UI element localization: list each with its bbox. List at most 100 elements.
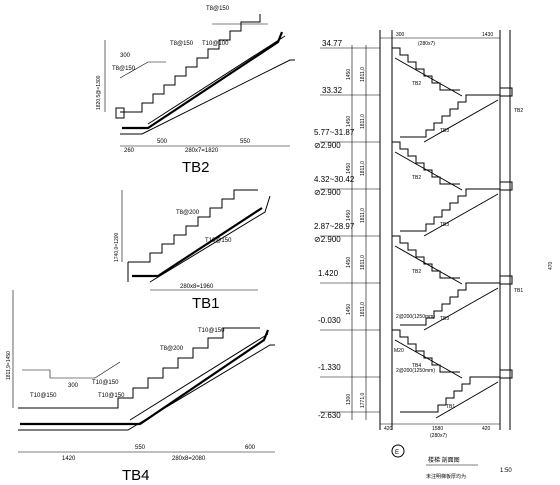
tb4-rebar-a-label: T10@150 [198,328,225,334]
tb2-detail: T8@150 T8@150 T10@100 300 T8@150 1820,5@… [96,6,295,176]
tb2-dim-550-label: 550 [240,139,251,145]
section-flight-1 [392,47,460,91]
flight-dim-3: 1450 [346,163,352,174]
flight-tag-2: TB3 [440,128,449,134]
flight-dim-2: 1450 [346,116,352,127]
beam-note-1: 2@200(1250mm) [396,314,435,320]
edge-label: 470 [548,261,554,270]
right-tag-1: TB2 [514,108,523,114]
step-dim-4: 1811,0 [360,208,366,223]
elev-label-3: 5.77~31.87 [314,128,355,137]
flight-dim-1: 1450 [346,69,352,80]
step-dim-7: 1771,0 [360,392,366,408]
tb2-title: TB2 [182,159,210,176]
section-soffit-6 [423,287,499,331]
section-soffit-5 [394,245,463,285]
mid-note: M20 [394,348,404,354]
tb1-main-rebar [132,207,263,278]
bottom-dim-1: 420 [384,426,393,432]
tb4-rebar-c-label: T10@150 [92,380,119,386]
tb4-dim-1420-label: 1420 [62,456,76,462]
tb2-dim-260-label: 260 [124,148,135,154]
step-dim-1: 1811,0 [360,67,366,82]
section-flight-8 [400,376,500,413]
tb1-run-label: 280x8=1960 [180,284,214,290]
step-dim-2: 1811,0 [360,114,366,129]
elev-label-4: ⊘2.900 [314,141,341,150]
tb4-detail: T10@150 T8@200 300 T10@150 T10@150 T10@1… [6,290,275,484]
tb4-bent-bar [22,361,121,379]
top-dim-2: 1430 [482,32,493,38]
flight-tag-3: TB2 [412,175,421,181]
flight-dim-4: 1450 [346,210,352,221]
section-scale: 1:50 [500,468,512,474]
tb4-rebar-b-label: T8@200 [160,346,184,352]
section-subcaption: 未注明梯板厚均为 [426,473,466,480]
elev-label-11: -1.330 [318,363,341,372]
elev-label-2: 33.32 [322,86,343,95]
flight-tag-6: TB3 [440,316,449,322]
section-landing-beam-1 [499,87,513,97]
tb2-main-rebar [122,31,284,130]
tb2-height-label: 1820,5@=1300 [96,75,102,110]
flight-tag-5: TB2 [412,269,421,275]
tb4-rebar-e-label: T10@150 [98,393,125,399]
tb1-height-label: 1740,0=1200 [114,232,120,262]
section-flight-4 [400,188,500,232]
tb1-rebar-b-label: T10@150 [205,238,232,244]
tb1-stair-steps [128,189,258,263]
beam-note-2: 2@200(1250mm) [396,368,435,374]
tb2-bent-bar [119,61,166,79]
tb2-dim-300-label: 300 [120,53,131,59]
elev-label-6: ⊘2.900 [314,188,341,197]
tb2-dim-500-label: 500 [157,139,168,145]
step-dim-5: 1811,0 [360,255,366,270]
tb4-main-rebar [20,329,270,426]
tb2-rebar-a-label: T8@150 [170,41,194,47]
tb2-top-rebar-label: T8@150 [206,6,230,12]
flight-tag-4: TB3 [440,222,449,228]
tb1-rebar-a-label: T8@200 [176,210,200,216]
flight-tag-8: TB1 [446,404,455,410]
elev-label-1: 34.77 [322,39,343,48]
tb2-end-block [115,107,125,119]
elev-label-9: 1.420 [318,269,339,278]
elev-label-5: 4.32~30.42 [314,175,355,184]
tb4-stair-steps [18,327,260,409]
section-flight-2 [400,94,500,138]
tb2-run-label: 280x7=1820 [185,148,219,154]
section-soffit-3 [394,151,463,191]
section-soffit-8 [435,381,499,419]
section-flight-6 [400,282,500,326]
top-note: (280x7) [418,41,435,47]
step-dim-6: 1811,0 [360,302,366,317]
bottom-dim-3: 420 [482,426,491,432]
stair-section: 34.77 33.32 5.77~31.87 ⊘2.900 4.32~30.42… [314,30,554,480]
section-soffit-7 [394,339,463,379]
tb2-rebar-b-label: T10@100 [202,41,229,47]
flight-dim-6: 1450 [346,304,352,315]
flight-dim-5: 1450 [346,257,352,268]
bottom-dim-2: 1580 [432,426,443,432]
section-soffit-1 [394,57,463,97]
tb2-stair-steps [120,14,261,113]
right-tag-2: TB1 [514,288,523,294]
tb4-slab-bottom [18,344,275,431]
elev-label-7: 2.87~28.97 [314,222,355,231]
step-dim-3: 1811,0 [360,161,366,176]
tb2-slab-bottom [120,59,295,135]
tb4-dim-600-label: 600 [245,445,256,451]
section-landing-beam-2 [499,181,513,191]
flight-dim-7: 1300 [346,394,352,405]
tb4-dim-550-label: 550 [135,445,146,451]
tb4-run-label: 280x8=2080 [172,456,206,462]
section-soffit-2 [423,99,499,143]
bottom-note: (280x7) [430,433,447,439]
tb4-dim-300-label: 300 [68,383,79,389]
axis-bubble [391,444,405,458]
axis-label: E [395,450,399,456]
section-soffit-4 [423,193,499,237]
section-landing-beam-3 [499,275,513,285]
top-dim-1: 300 [396,32,405,38]
